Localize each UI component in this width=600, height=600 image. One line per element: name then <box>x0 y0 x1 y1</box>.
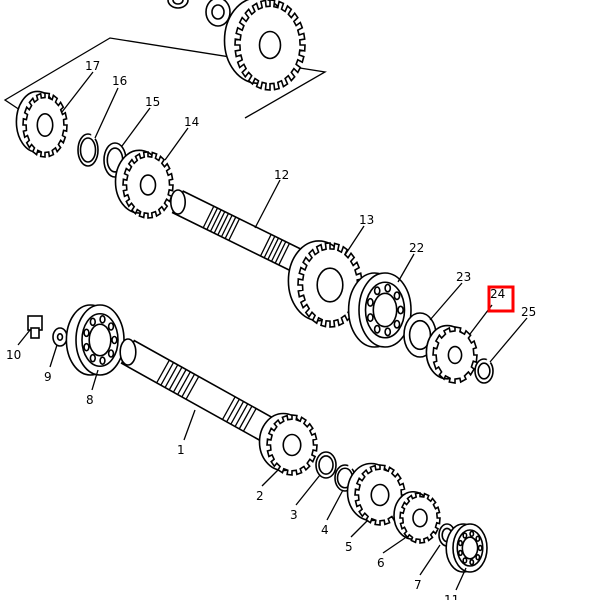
callout-9: 9 <box>44 370 52 384</box>
leader-23 <box>429 282 463 321</box>
callout-14: 14 <box>184 115 199 129</box>
callout-4: 4 <box>321 523 329 537</box>
callout-16: 16 <box>112 74 127 88</box>
callout-10: 10 <box>6 348 21 362</box>
callout-11: 11 <box>444 593 459 600</box>
bearing-11 <box>445 523 488 573</box>
shaft-12 <box>170 189 307 274</box>
washer-9 <box>52 327 68 347</box>
leader-10 <box>17 329 31 346</box>
bearing-8 <box>65 304 125 376</box>
leader-7 <box>419 544 441 576</box>
leader-25 <box>489 317 528 363</box>
callout-25: 25 <box>521 305 536 319</box>
leader-4 <box>326 489 344 521</box>
callout-15: 15 <box>145 95 160 109</box>
leader-9 <box>49 344 58 368</box>
bolt-10 <box>27 315 43 339</box>
washer-top-b <box>205 0 231 27</box>
axle-1 <box>119 338 276 443</box>
callout-17: 17 <box>85 59 100 73</box>
leader-12 <box>254 179 281 229</box>
callout-2: 2 <box>256 489 264 503</box>
callout-24: 24 <box>490 287 505 301</box>
callout-1: 1 <box>177 443 185 457</box>
leader-2 <box>261 469 279 487</box>
circlip-16 <box>77 133 99 167</box>
gear-top <box>223 0 306 91</box>
callout-3: 3 <box>290 508 298 522</box>
gear-17 <box>15 90 68 158</box>
callout-7: 7 <box>414 578 422 592</box>
gear-13 <box>287 240 363 328</box>
highlight-box <box>487 285 515 313</box>
leader-16 <box>94 87 119 139</box>
circlip-25 <box>474 358 494 384</box>
leader-22 <box>397 253 415 283</box>
gear-6 <box>393 490 441 544</box>
subassembly-outline <box>3 37 327 119</box>
callout-8: 8 <box>86 393 94 407</box>
bearing-22 <box>347 272 412 348</box>
gear-14 <box>114 149 174 219</box>
leader-3 <box>295 474 321 506</box>
washer-top-a <box>167 0 189 9</box>
callout-23: 23 <box>456 270 471 284</box>
gear-5 <box>346 462 406 526</box>
leader-8 <box>91 369 99 391</box>
callout-12: 12 <box>274 168 289 182</box>
sprocket-24 <box>425 324 478 384</box>
leader-14 <box>164 127 189 161</box>
callout-22: 22 <box>409 241 424 255</box>
leader-17 <box>61 71 94 113</box>
leader-6 <box>382 537 406 554</box>
callout-13: 13 <box>359 213 374 227</box>
gear-2 <box>258 412 318 476</box>
callout-5: 5 <box>345 540 353 554</box>
leader-11 <box>455 567 467 591</box>
leader-5 <box>350 519 369 538</box>
leader-15 <box>121 107 151 147</box>
leader-1 <box>183 409 196 441</box>
callout-6: 6 <box>377 556 385 570</box>
washer-3 <box>315 451 337 479</box>
leader-13 <box>344 225 365 256</box>
